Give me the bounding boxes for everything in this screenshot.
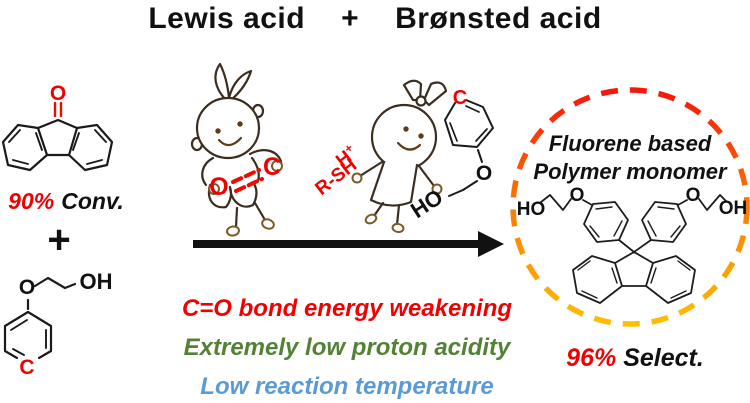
bpef-benzo-double-bonds bbox=[577, 260, 691, 299]
bpef-o-left-label: O bbox=[570, 185, 585, 206]
conversion-label: Conv. bbox=[61, 188, 124, 214]
boy-left-hand bbox=[208, 183, 220, 195]
boy-hair-icon bbox=[214, 62, 253, 102]
boy-shorts bbox=[207, 180, 258, 209]
page-title: Lewis acid + Brønsted acid bbox=[0, 2, 750, 36]
bpef-structure: HO O O OH bbox=[517, 185, 748, 304]
selectivity-label: Select. bbox=[623, 344, 704, 372]
reaction-arrow-head bbox=[478, 231, 504, 257]
boy-left-foot bbox=[226, 225, 240, 237]
ether-oxygen-label: O bbox=[19, 276, 35, 299]
bpef-five-ring bbox=[614, 251, 654, 287]
girl-legs bbox=[372, 201, 401, 227]
reaction-arrow bbox=[193, 231, 504, 257]
bronsted-acid-label: Brønsted acid bbox=[395, 2, 602, 35]
fluorenone-right-benzene bbox=[67, 123, 114, 172]
boy-right-hand bbox=[271, 160, 283, 172]
bpef-right-chain bbox=[677, 194, 727, 211]
title-plus-label: + bbox=[341, 2, 360, 35]
girl-right-foot bbox=[391, 222, 405, 234]
bpef-phenyl-double-bonds bbox=[589, 206, 681, 238]
boy-right-foot bbox=[261, 218, 275, 230]
carbonyl-oxygen-label: O bbox=[50, 82, 66, 105]
girl-head bbox=[370, 103, 438, 171]
bpef-ho-left-label: HO bbox=[517, 199, 546, 220]
girl-smile bbox=[396, 141, 422, 151]
bpef-right-benzo bbox=[645, 255, 696, 304]
selectivity-stat: 96%Select. bbox=[540, 344, 730, 373]
boy-head bbox=[195, 96, 261, 160]
conversion-stat: 90%Conv. bbox=[0, 188, 132, 215]
girl-left-arm bbox=[358, 160, 384, 178]
co-double-bond bbox=[231, 168, 264, 193]
product-caption: Fluorene based Polymer monomer bbox=[515, 130, 745, 186]
bpef-o-right-label: O bbox=[686, 185, 701, 206]
benefit-line-1: C=O bond energy weakening bbox=[181, 295, 513, 322]
held-molecule-oxygen-label: O bbox=[476, 162, 492, 185]
conversion-value: 90% bbox=[8, 188, 55, 214]
reactant-plus-sign: + bbox=[47, 218, 71, 262]
boy-left-arm bbox=[201, 156, 215, 187]
benefits-list: C=O bond energy weakening Extremely low … bbox=[147, 296, 547, 403]
co-bond-carbon-label: C bbox=[263, 153, 281, 181]
baby-boy-cartoon: O C bbox=[190, 62, 283, 237]
boy-left-eye bbox=[215, 128, 221, 134]
girl-bow-knot bbox=[415, 95, 427, 107]
lewis-acid-label: Lewis acid bbox=[148, 2, 306, 35]
held-molecule-double-bonds bbox=[449, 105, 488, 142]
bpef-oh-right-label: OH bbox=[719, 198, 748, 219]
bpef-right-phenyl bbox=[641, 201, 687, 243]
benefit-line-3: Low reaction temperature bbox=[200, 373, 494, 400]
benefit-line-2: Extremely low proton acidity bbox=[183, 334, 511, 361]
bpef-left-phenyl bbox=[583, 201, 629, 243]
girl-right-hand bbox=[431, 183, 443, 195]
boy-right-eye bbox=[237, 121, 243, 127]
girl-bow-icon bbox=[402, 79, 448, 107]
fluorenone-left-benzene bbox=[1, 123, 49, 172]
carbonyl-double-bond bbox=[53, 101, 63, 118]
fluorenone-five-ring bbox=[36, 118, 79, 157]
girl-left-hand bbox=[351, 172, 363, 184]
held-molecule-chain bbox=[448, 149, 483, 197]
selectivity-value: 96% bbox=[566, 344, 617, 372]
phenoxyethanol-ring bbox=[3, 310, 53, 360]
phenoxyethanol-structure: O OH C bbox=[3, 269, 113, 379]
fluorenone-double-bonds bbox=[8, 129, 107, 165]
co-bond-oxygen-label: O bbox=[209, 173, 228, 201]
girl-right-eye bbox=[418, 133, 424, 139]
hydroxyl-label: OH bbox=[80, 269, 113, 294]
held-molecule-ring bbox=[444, 99, 494, 148]
phenoxyethanol-chain bbox=[26, 276, 77, 311]
girl-dress bbox=[369, 160, 419, 207]
held-molecule-carbon-label: C bbox=[453, 87, 467, 109]
product-caption-line1: Fluorene based bbox=[548, 131, 712, 156]
boy-legs bbox=[234, 201, 267, 229]
girl-cartoon bbox=[351, 79, 448, 234]
girl-right-arm bbox=[417, 164, 436, 188]
para-carbon-label: C bbox=[19, 356, 34, 379]
girl-left-foot bbox=[364, 213, 378, 225]
fluorenone-structure: O bbox=[1, 82, 114, 172]
product-caption-line2: Polymer monomer bbox=[533, 159, 727, 184]
product-highlight-circle bbox=[510, 87, 750, 327]
phenoxyethanol-double-bonds bbox=[10, 319, 47, 356]
bpef-left-chain bbox=[540, 194, 593, 211]
girl-left-eye bbox=[403, 126, 409, 132]
bpef-c9-bonds bbox=[618, 239, 652, 253]
bpef-left-benzo bbox=[572, 255, 623, 304]
boy-smile bbox=[217, 136, 243, 147]
